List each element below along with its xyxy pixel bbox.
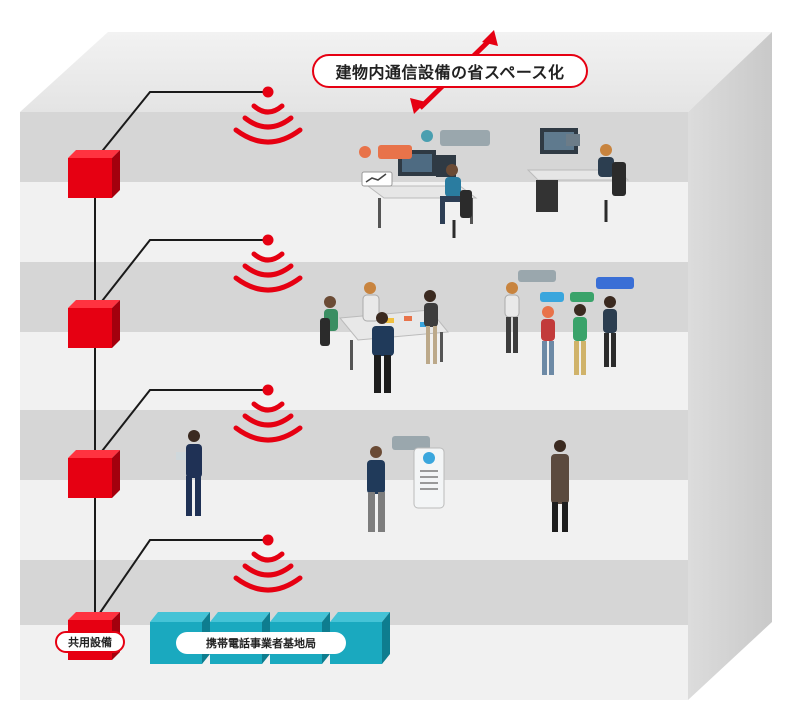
space-saving-callout: 建物内通信設備の省スペース化 (312, 54, 588, 88)
wire-floor-2 (94, 239, 268, 311)
shared-equipment-cube-3 (68, 450, 120, 498)
floor-1 (20, 112, 688, 262)
antenna-floor-2 (233, 234, 303, 293)
wire-floor-1 (94, 91, 268, 161)
building-right-face (688, 32, 772, 700)
smartphone-users-illustration (176, 430, 569, 532)
wire-floor-3 (94, 389, 268, 461)
carrier-cube-4 (330, 612, 390, 664)
meeting-illustration (320, 270, 634, 393)
carrier-base-station-label: 携帯電話事業者基地局 (176, 632, 346, 654)
shared-equipment-cube-2 (68, 300, 120, 348)
shared-equipment-cube-1 (68, 150, 120, 198)
floor-3 (20, 410, 688, 560)
antenna-floor-1 (233, 86, 303, 145)
office-workers-illustration (359, 128, 630, 238)
antenna-floor-3 (233, 384, 303, 443)
wiring (94, 91, 268, 625)
floor-2 (20, 262, 688, 410)
antenna-floor-4 (233, 534, 303, 593)
shared-equipment-label: 共用設備 (55, 631, 125, 653)
wire-floor-4 (94, 539, 268, 621)
